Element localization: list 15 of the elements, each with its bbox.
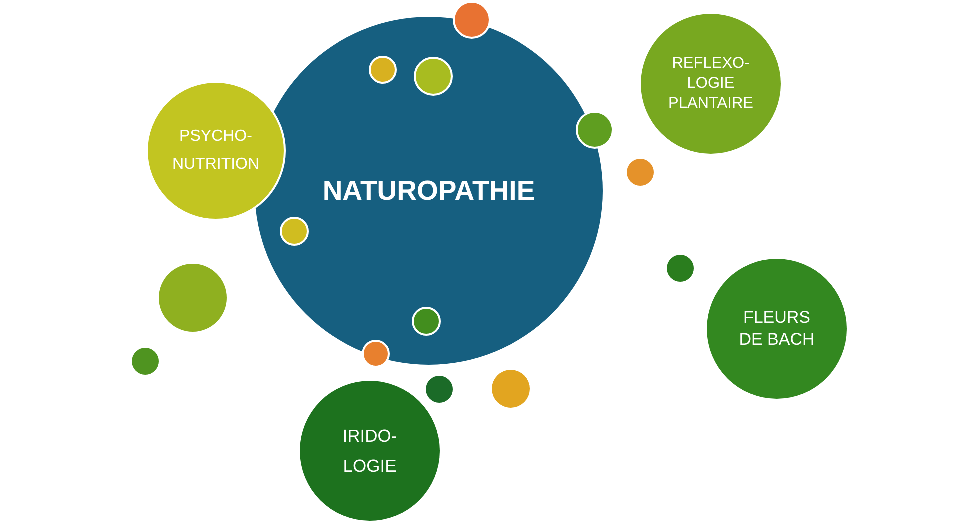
topic-label: PSYCHO- NUTRITION [171,127,261,175]
small-bubble [626,158,654,186]
topic-label: REFLEXO- LOGIE PLANTAIRE [668,54,754,114]
small-bubble [412,306,440,336]
small-bubble [132,348,158,374]
main-title: NATUROPATHIE [322,174,536,208]
small-bubble [666,254,694,282]
topic-label: IRIDO- LOGIE [342,425,398,478]
small-bubble [362,340,390,368]
small-bubble [280,216,308,246]
topic-label: FLEURS DE BACH [738,307,816,351]
small-bubble [369,56,397,84]
small-bubble [492,370,530,408]
small-bubble [414,56,452,96]
small-bubble [426,376,452,402]
